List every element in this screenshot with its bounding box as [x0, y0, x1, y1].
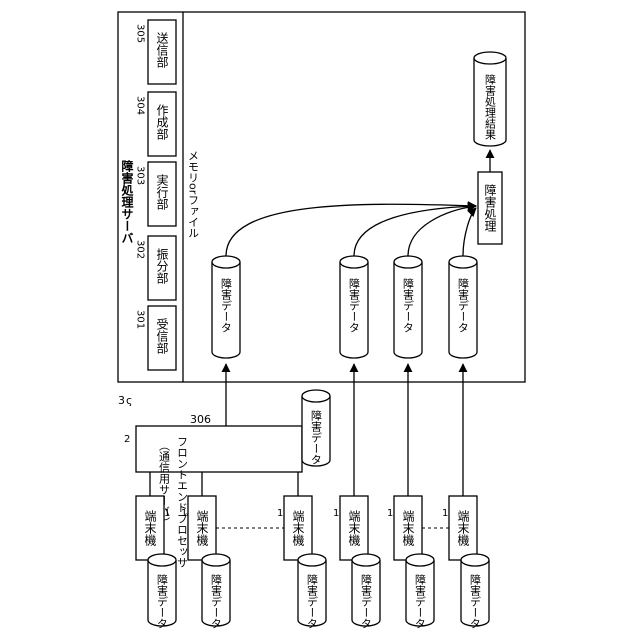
svg-text:端末機: 端末機 [195, 510, 209, 546]
fault-result-cylinder: 障害処理結果 [474, 52, 506, 146]
svg-text:送信部: 送信部 [155, 31, 169, 68]
terminal-fault-data-5: 障害データ [406, 554, 434, 629]
server-fault-data-4: 障害データ [449, 256, 477, 358]
ref-fep: 2 [124, 434, 130, 445]
svg-text:障害データ: 障害データ [414, 573, 427, 629]
svg-text:障害データ: 障害データ [360, 573, 373, 629]
svg-text:302: 302 [135, 240, 146, 259]
svg-text:端末機: 端末機 [456, 510, 470, 546]
server-fault-data-2: 障害データ [340, 256, 368, 358]
svg-text:障害データ: 障害データ [348, 277, 361, 333]
svg-text:301: 301 [135, 310, 146, 329]
terminal-5: 端末機 1 [387, 496, 422, 560]
terminal-fault-data-6: 障害データ [461, 554, 489, 629]
svg-text:実行部: 実行部 [155, 173, 169, 210]
terminal-fault-data-1: 障害データ [148, 554, 176, 629]
svg-text:障害データ: 障害データ [156, 573, 169, 629]
ref-server-mark: ς [126, 394, 132, 407]
svg-text:障害処理結果: 障害処理結果 [484, 73, 497, 141]
fep-fault-data: 障害データ [302, 390, 330, 466]
svg-text:障害データ: 障害データ [310, 409, 323, 465]
server-fault-data-3: 障害データ [394, 256, 422, 358]
ref-line: 306 [190, 413, 211, 426]
fault-processing-box: 障害処理 [478, 172, 502, 244]
svg-text:1: 1 [442, 508, 448, 519]
svg-text:端末機: 端末機 [401, 510, 415, 546]
svg-text:1: 1 [277, 508, 283, 519]
server-fault-data-1: 障害データ [212, 256, 240, 358]
svg-text:1: 1 [387, 508, 393, 519]
svg-text:障害処理: 障害処理 [483, 183, 497, 232]
terminal-4: 端末機 1 [333, 496, 368, 560]
terminal-fault-data-4: 障害データ [352, 554, 380, 629]
svg-text:受信部: 受信部 [155, 318, 169, 354]
server-title: 障害処理サーバ [120, 159, 134, 244]
svg-text:障害データ: 障害データ [457, 277, 470, 333]
svg-text:障害データ: 障害データ [469, 573, 482, 629]
svg-text:フロントエンドプロセッサ: フロントエンドプロセッサ [176, 436, 189, 568]
svg-text:障害データ: 障害データ [306, 573, 319, 629]
svg-text:障害データ: 障害データ [210, 573, 223, 629]
ref-server: 3 [118, 394, 125, 407]
terminal-fault-data-3: 障害データ [298, 554, 326, 629]
svg-text:作成部: 作成部 [155, 104, 169, 140]
svg-text:303: 303 [135, 166, 146, 185]
svg-text:端末機: 端末機 [347, 510, 361, 546]
svg-text:1: 1 [164, 508, 170, 519]
svg-text:304: 304 [135, 96, 146, 115]
svg-text:障害データ: 障害データ [402, 277, 415, 333]
svg-text:障害データ: 障害データ [220, 277, 233, 333]
svg-text:振分部: 振分部 [155, 248, 169, 284]
memory-label: メモリorファイル [187, 150, 200, 238]
svg-text:305: 305 [135, 24, 146, 43]
svg-text:端末機: 端末機 [143, 510, 157, 546]
svg-text:端末機: 端末機 [291, 510, 305, 546]
svg-text:1: 1 [333, 508, 339, 519]
svg-text:1: 1 [181, 508, 187, 519]
terminal-fault-data-2: 障害データ [202, 554, 230, 629]
